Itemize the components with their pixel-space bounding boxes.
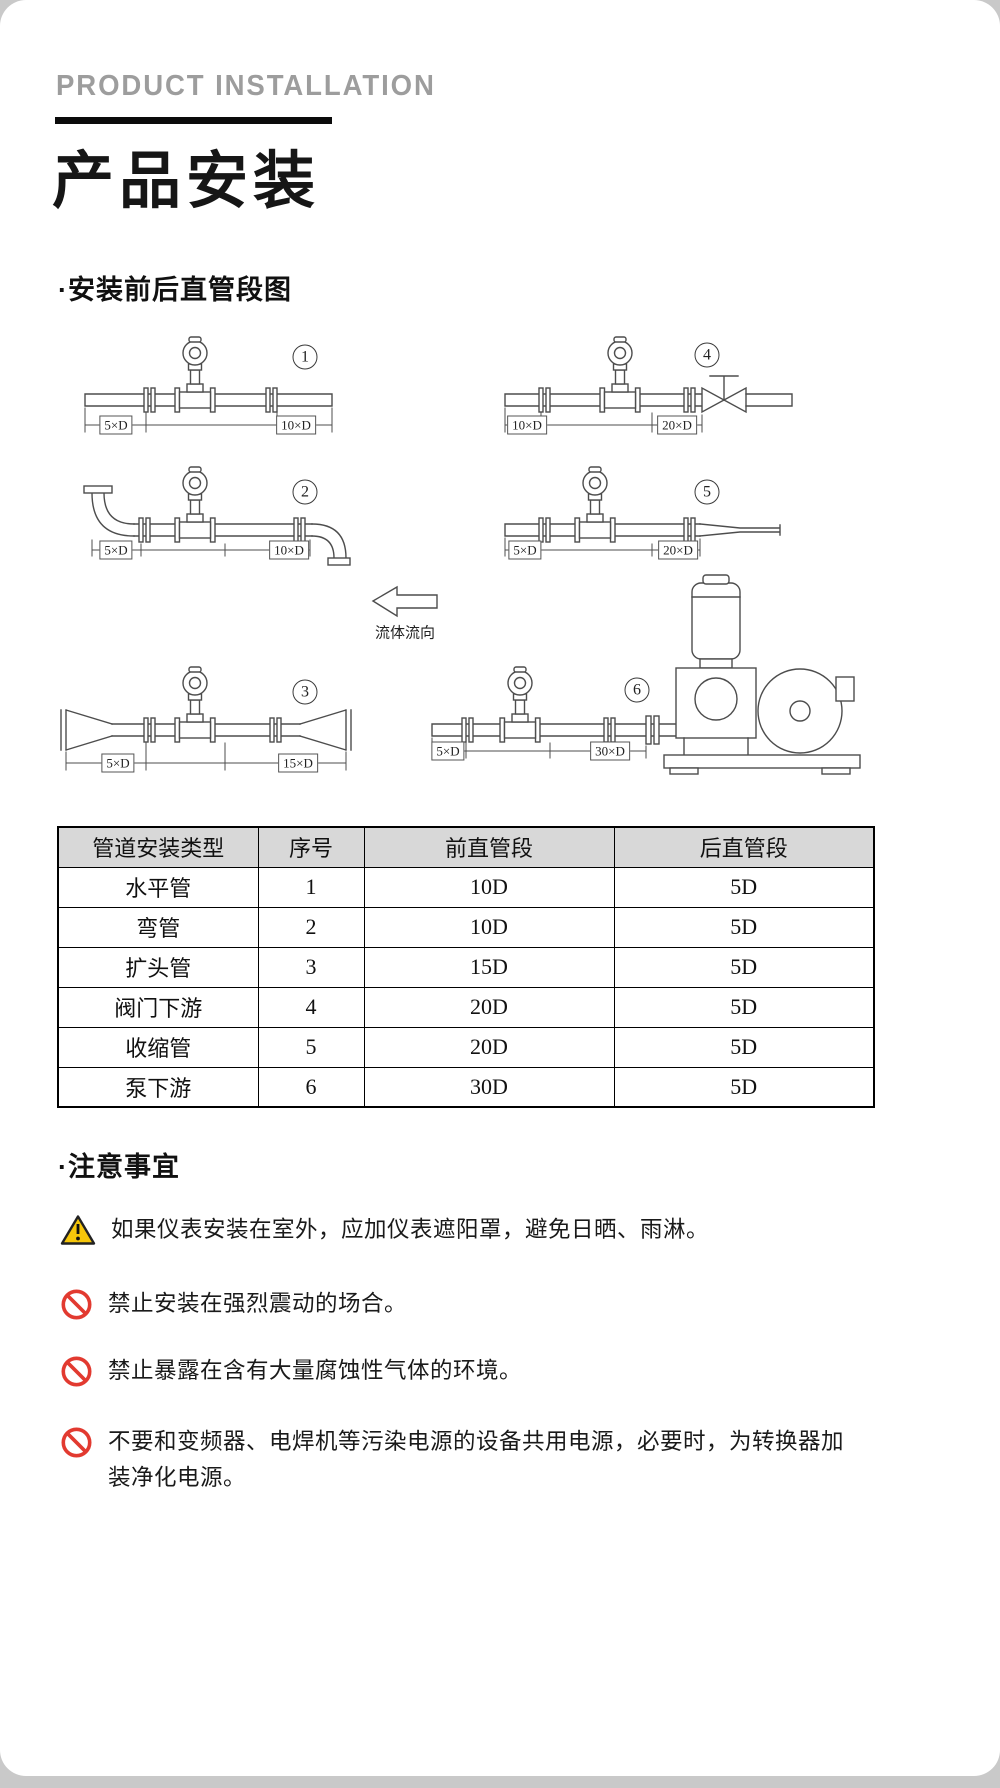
diagram-pump bbox=[431, 574, 861, 775]
table-cell: 4 bbox=[257, 986, 365, 1028]
note-item: 禁止安装在强烈震动的场合。 bbox=[60, 1286, 872, 1322]
pipe-diagrams-drawing bbox=[60, 336, 861, 775]
note-item: 如果仪表安装在室外，应加仪表遮阳罩，避免日晒、雨淋。 bbox=[60, 1212, 872, 1248]
table-cell: 5D bbox=[613, 986, 875, 1028]
table-header-row: 管道安装类型 序号 前直管段 后直管段 bbox=[57, 826, 875, 868]
note-text: 不要和变频器、电焊机等污染电源的设备共用电源，必要时，为转换器加装净化电源。 bbox=[108, 1429, 845, 1491]
table-cell: 泵下游 bbox=[57, 1066, 259, 1108]
dim-label: 5×D bbox=[99, 540, 133, 560]
dim-label: 5×D bbox=[101, 753, 135, 773]
prohibited-icon bbox=[60, 1355, 93, 1388]
diagram-reducer bbox=[504, 466, 781, 557]
dim-label: 10×D bbox=[507, 415, 547, 435]
pump-drawing bbox=[663, 574, 861, 775]
dim-label: 5×D bbox=[431, 741, 465, 761]
diagram-number: 4 bbox=[694, 342, 720, 368]
diagram-number: 3 bbox=[292, 679, 318, 705]
table-cell: 5D bbox=[613, 906, 875, 948]
diagram-area: 5×D 10×D 10×D 20×D 5×D 10×D 5×D 20×D 5×D… bbox=[0, 325, 1000, 805]
table-header-cell: 后直管段 bbox=[613, 826, 875, 868]
table-cell: 5D bbox=[613, 946, 875, 988]
table-header-cell: 序号 bbox=[257, 826, 365, 868]
dim-label: 5×D bbox=[99, 415, 133, 435]
dim-label: 20×D bbox=[657, 415, 697, 435]
table-cell: 10D bbox=[363, 866, 615, 908]
table-header-cell: 管道安装类型 bbox=[57, 826, 259, 868]
section-heading-straight-pipe: ·安装前后直管段图 bbox=[58, 275, 292, 305]
note-text: 禁止安装在强烈震动的场合。 bbox=[108, 1291, 408, 1316]
note-text: 如果仪表安装在室外，应加仪表遮阳罩，避免日晒、雨淋。 bbox=[111, 1217, 710, 1242]
diagram-number: 6 bbox=[624, 677, 650, 703]
diagram-number: 5 bbox=[694, 479, 720, 505]
dim-label: 20×D bbox=[658, 540, 698, 560]
flow-arrow-icon bbox=[371, 585, 438, 618]
dim-label: 30×D bbox=[590, 741, 630, 761]
table-row: 扩头管 3 15D 5D bbox=[57, 946, 875, 988]
table-cell: 5D bbox=[613, 1066, 875, 1108]
table-cell: 5 bbox=[257, 1026, 365, 1068]
diagram-number: 1 bbox=[292, 344, 318, 370]
table-cell: 水平管 bbox=[57, 866, 259, 908]
diagram-number: 2 bbox=[292, 479, 318, 505]
note-item: 不要和变频器、电焊机等污染电源的设备共用电源，必要时，为转换器加装净化电源。 bbox=[60, 1424, 850, 1497]
table-row: 阀门下游 4 20D 5D bbox=[57, 986, 875, 1028]
table-cell: 2 bbox=[257, 906, 365, 948]
section-heading-notes: ·注意事宜 bbox=[58, 1152, 180, 1182]
table-cell: 1 bbox=[257, 866, 365, 908]
table-cell: 3 bbox=[257, 946, 365, 988]
dim-label: 15×D bbox=[278, 753, 318, 773]
dim-label: 10×D bbox=[276, 415, 316, 435]
table-cell: 20D bbox=[363, 1026, 615, 1068]
table-cell: 5D bbox=[613, 1026, 875, 1068]
table-cell: 5D bbox=[613, 866, 875, 908]
table-row: 泵下游 6 30D 5D bbox=[57, 1066, 875, 1108]
table-row: 收缩管 5 20D 5D bbox=[57, 1026, 875, 1068]
table-cell: 20D bbox=[363, 986, 615, 1028]
table-cell: 收缩管 bbox=[57, 1026, 259, 1068]
warning-triangle-icon bbox=[60, 1214, 96, 1246]
table-cell: 15D bbox=[363, 946, 615, 988]
diagram-horizontal-pipe bbox=[84, 336, 333, 433]
dim-label: 5×D bbox=[508, 540, 542, 560]
title-underline-bar bbox=[55, 117, 332, 124]
flow-direction-label: 流体流向 bbox=[374, 625, 436, 642]
table-cell: 扩头管 bbox=[57, 946, 259, 988]
prohibited-icon bbox=[60, 1288, 93, 1321]
table-cell: 阀门下游 bbox=[57, 986, 259, 1028]
note-text: 禁止暴露在含有大量腐蚀性气体的环境。 bbox=[108, 1358, 523, 1383]
table-cell: 弯管 bbox=[57, 906, 259, 948]
diagram-expander bbox=[60, 666, 352, 771]
prohibited-icon bbox=[60, 1426, 93, 1459]
table-row: 弯管 2 10D 5D bbox=[57, 906, 875, 948]
diagram-valve bbox=[504, 336, 793, 433]
table-cell: 10D bbox=[363, 906, 615, 948]
diagram-elbow bbox=[83, 466, 351, 566]
table-cell: 30D bbox=[363, 1066, 615, 1108]
table-header-cell: 前直管段 bbox=[363, 826, 615, 868]
table-cell: 6 bbox=[257, 1066, 365, 1108]
page-title: 产品安装 bbox=[52, 147, 321, 216]
dim-label: 10×D bbox=[269, 540, 309, 560]
note-item: 禁止暴露在含有大量腐蚀性气体的环境。 bbox=[60, 1353, 872, 1389]
straight-pipe-table: 管道安装类型 序号 前直管段 后直管段 水平管 1 10D 5D 弯管 2 10… bbox=[57, 826, 875, 1108]
eyebrow-title: PRODUCT INSTALLATION bbox=[56, 70, 436, 102]
table-row: 水平管 1 10D 5D bbox=[57, 866, 875, 908]
